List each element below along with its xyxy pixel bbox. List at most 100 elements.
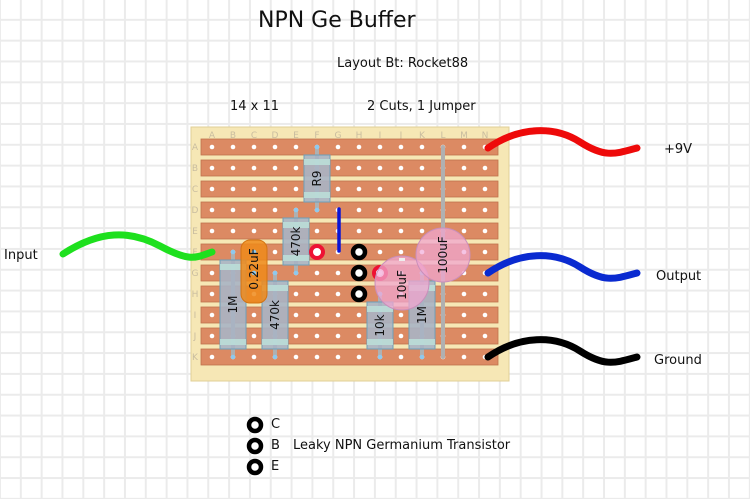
strip-hole (398, 354, 404, 360)
strip-hole (209, 165, 215, 171)
strip-hole (398, 207, 404, 213)
strip-hole (482, 249, 488, 255)
output-label: Output (656, 269, 702, 284)
power-label: +9V (664, 142, 693, 157)
wire-output (484, 252, 641, 282)
strip-hole (419, 228, 425, 234)
strip-hole (335, 165, 341, 171)
strip-hole (377, 207, 383, 213)
strip-hole (377, 165, 383, 171)
row-label: A (192, 143, 199, 153)
strip-hole (356, 228, 362, 234)
strip-hole (209, 312, 215, 318)
strip-hole (209, 228, 215, 234)
resistor-band (367, 339, 393, 345)
strip-hole (251, 144, 257, 150)
legend-pin-b: B (271, 438, 280, 453)
layout-credit: Layout Bt: Rocket88 (337, 56, 469, 71)
strip-hole (293, 291, 299, 297)
strip-hole (209, 207, 215, 213)
row-label: C (192, 185, 198, 195)
strip-hole (209, 144, 215, 150)
strip-hole (419, 186, 425, 192)
strip-hole (314, 354, 320, 360)
strip-hole (461, 186, 467, 192)
resistor-lead-hole (293, 270, 299, 276)
strip-hole (251, 186, 257, 192)
transistor-pad (350, 243, 368, 261)
strip-hole (398, 186, 404, 192)
copper-strip (200, 180, 499, 198)
track-cut (309, 244, 325, 260)
column-label: A (209, 131, 216, 141)
strip-hole (314, 291, 320, 297)
transistor-pad (350, 264, 368, 282)
legend-transistor-pad (246, 458, 264, 476)
electrolytic-body (374, 255, 430, 311)
row-label: B (192, 164, 198, 174)
electrolytic-lead-hole (377, 270, 383, 276)
resistor-band (283, 255, 309, 261)
resistor-lead-hole (272, 354, 278, 360)
strip-hole (272, 144, 278, 150)
strip-hole (209, 270, 215, 276)
strip-hole (209, 291, 215, 297)
strip-hole (293, 333, 299, 339)
strip-hole (251, 312, 257, 318)
strip-hole (272, 228, 278, 234)
resistor-band (367, 306, 393, 312)
row-label: I (194, 311, 197, 321)
legend-pin-e: E (271, 459, 280, 474)
row-label: H (192, 290, 199, 300)
strip-hole (251, 228, 257, 234)
row-label: F (192, 248, 197, 258)
strip-hole (461, 165, 467, 171)
resistor-band (304, 159, 330, 165)
row-label: G (192, 269, 199, 279)
resistor-lead-hole (419, 354, 425, 360)
wire-input (59, 231, 216, 261)
column-label: L (440, 131, 445, 141)
column-label: B (230, 131, 236, 141)
strip-hole (356, 312, 362, 318)
column-label: M (460, 131, 468, 141)
resistor: R9 (303, 144, 331, 213)
strip-hole (272, 207, 278, 213)
strip-hole (314, 333, 320, 339)
strip-hole (482, 165, 488, 171)
capacitor-lead-hole (251, 249, 257, 255)
resistor-band (220, 339, 246, 345)
resistor-label: 1M (415, 306, 429, 324)
input-label: Input (4, 248, 38, 263)
strip-hole (293, 186, 299, 192)
copper-strip (200, 138, 499, 156)
resistor-label: 470k (268, 300, 282, 330)
strip-hole (356, 144, 362, 150)
legend-transistor-pad (246, 437, 264, 455)
strip-hole (209, 333, 215, 339)
strip-hole (398, 312, 404, 318)
resistor: 10k (366, 291, 394, 360)
electrolytic-label: 10uF (395, 270, 409, 300)
strip-hole (377, 249, 383, 255)
strip-hole (230, 186, 236, 192)
resistor-label: 1M (226, 296, 240, 314)
strip-hole (230, 228, 236, 234)
strip-hole (335, 144, 341, 150)
resistor-lead-hole (377, 354, 383, 360)
row-label: J (193, 332, 197, 342)
strip-hole (419, 207, 425, 213)
strip-hole (461, 333, 467, 339)
electrolytic-capacitor: 10uF (374, 255, 430, 311)
resistor-band (262, 339, 288, 345)
cuts-jumpers-label: 2 Cuts, 1 Jumper (367, 99, 476, 114)
strip-hole (314, 270, 320, 276)
resistor-lead-hole (230, 354, 236, 360)
strip-hole (272, 249, 278, 255)
strip-hole (335, 354, 341, 360)
strip-hole (293, 354, 299, 360)
copper-strip (200, 159, 499, 177)
resistor-label: 10k (373, 314, 387, 336)
transistor-pad (350, 285, 368, 303)
